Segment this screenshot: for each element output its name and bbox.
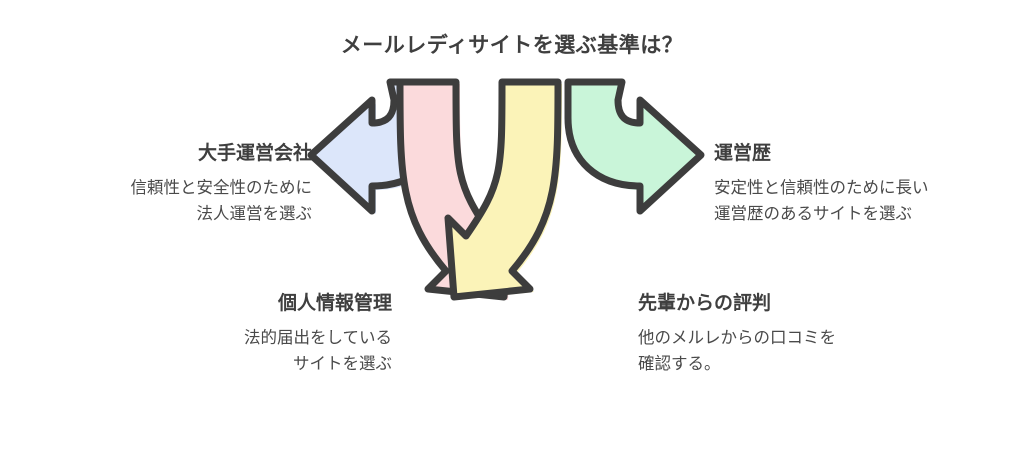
node-left: 大手運営会社 信頼性と安全性のために 法人運営を選ぶ [20,141,313,227]
node-right-description: 安定性と信頼性のために長い 運営歴のあるサイトを選ぶ [714,178,929,224]
node-bottom-left-description: 法的届出をしている サイトを選ぶ [243,328,392,374]
node-bottom-right: 先輩からの評判 他のメルレからの口コミを 確認する。 [638,291,958,377]
arrow-down-right-shape [444,78,562,301]
node-left-heading: 大手運営会社 [197,143,312,164]
node-right: 運営歴 安定性と信頼性のために長い 運営歴のあるサイトを選ぶ [714,141,1014,227]
node-left-description: 信頼性と安全性のために 法人運営を選ぶ [130,178,313,224]
node-right-heading: 運営歴 [714,143,772,164]
node-bottom-right-description: 他のメルレからの口コミを 確認する。 [638,328,836,374]
node-bottom-right-heading: 先輩からの評判 [638,293,772,314]
node-bottom-left-heading: 個人情報管理 [277,293,392,314]
page-title: メールレディサイトを選ぶ基準は？ [340,34,684,57]
node-bottom-left: 個人情報管理 法的届出をしている サイトを選ぶ [96,291,392,377]
arrow-cluster-graphic [300,78,724,310]
arrow-right-shape [564,78,705,215]
